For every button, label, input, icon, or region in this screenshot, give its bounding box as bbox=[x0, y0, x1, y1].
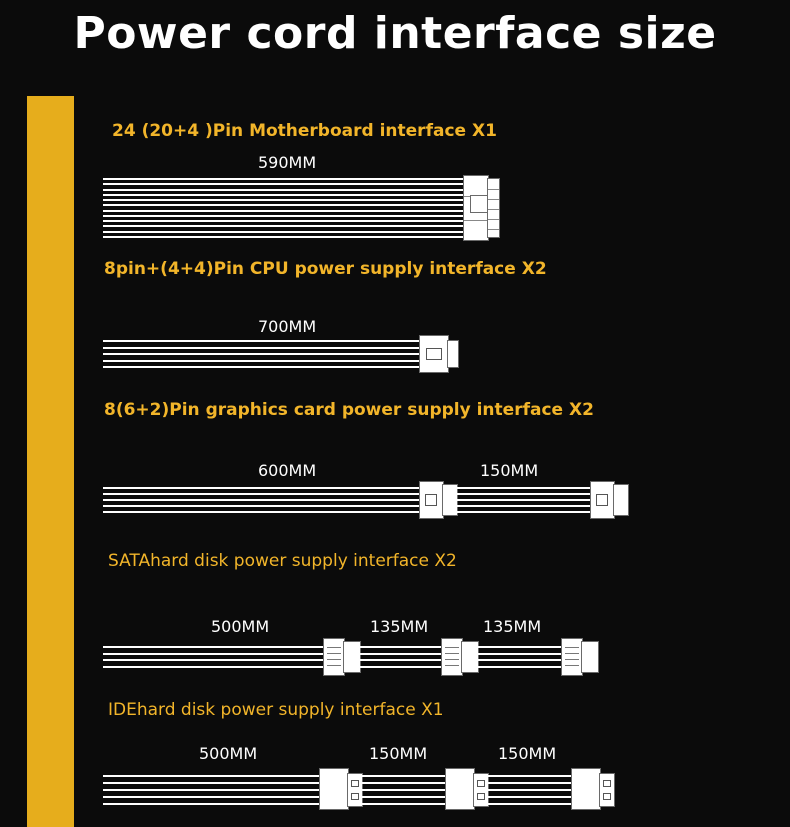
cable-wire bbox=[103, 347, 421, 349]
accent-bar bbox=[27, 96, 74, 827]
ide-connector-2 bbox=[445, 768, 475, 810]
page-title: Power cord interface size bbox=[73, 8, 717, 59]
ide-cable-3 bbox=[487, 775, 573, 805]
graphics-cable-extension bbox=[456, 487, 592, 513]
graphics-connector-8pin bbox=[419, 481, 444, 519]
cable-wire bbox=[103, 653, 325, 655]
motherboard-cable bbox=[103, 178, 465, 238]
cable-wire bbox=[456, 499, 592, 501]
motherboard-connector-pins bbox=[487, 178, 500, 238]
cable-wire bbox=[103, 183, 465, 185]
cable-wire bbox=[361, 775, 447, 777]
cable-wire bbox=[103, 666, 325, 668]
section-heading-graphics: 8(6+2)Pin graphics card power supply int… bbox=[104, 400, 594, 420]
length-label: 135MM bbox=[483, 617, 542, 636]
cable-wire bbox=[359, 659, 443, 661]
cable-wire bbox=[361, 782, 447, 784]
cable-wire bbox=[103, 231, 465, 233]
length-label: 700MM bbox=[258, 317, 317, 336]
cable-wire bbox=[103, 646, 325, 648]
cable-wire bbox=[477, 653, 563, 655]
cable-wire bbox=[361, 789, 447, 791]
cable-wire bbox=[477, 659, 563, 661]
cable-wire bbox=[456, 493, 592, 495]
cable-wire bbox=[103, 796, 321, 798]
cable-wire bbox=[456, 487, 592, 489]
cable-wire bbox=[103, 775, 321, 777]
sata-connector-3-housing bbox=[581, 641, 599, 673]
sata-connector-1-housing bbox=[343, 641, 361, 673]
sata-connector-2 bbox=[441, 638, 463, 676]
section-heading-sata: SATAhard disk power supply interface X2 bbox=[108, 551, 457, 571]
cable-wire bbox=[103, 782, 321, 784]
cable-wire bbox=[103, 493, 421, 495]
cable-wire bbox=[103, 353, 421, 355]
cable-wire bbox=[103, 215, 465, 217]
cable-wire bbox=[103, 220, 465, 222]
cable-wire bbox=[487, 789, 573, 791]
sata-connector-2-housing bbox=[461, 641, 479, 673]
cable-wire bbox=[103, 199, 465, 201]
length-label: 500MM bbox=[199, 744, 258, 763]
cpu-connector-tail bbox=[447, 340, 459, 368]
length-label: 150MM bbox=[369, 744, 428, 763]
cable-wire bbox=[456, 511, 592, 513]
ide-connector-1 bbox=[319, 768, 349, 810]
cable-wire bbox=[361, 803, 447, 805]
graphics-cable-main bbox=[103, 487, 421, 513]
length-label: 590MM bbox=[258, 153, 317, 172]
section-heading-motherboard: 24 (20+4 )Pin Motherboard interface X1 bbox=[112, 121, 497, 141]
length-label: 135MM bbox=[370, 617, 429, 636]
ide-connector-3 bbox=[571, 768, 601, 810]
graphics-connector-2pin-end bbox=[613, 484, 629, 516]
ide-connector-2-pins bbox=[473, 773, 489, 807]
cable-wire bbox=[103, 225, 465, 227]
cable-wire bbox=[359, 653, 443, 655]
cable-wire bbox=[361, 796, 447, 798]
sata-cable-1 bbox=[103, 646, 325, 668]
cable-wire bbox=[477, 666, 563, 668]
cable-wire bbox=[103, 505, 421, 507]
length-label: 600MM bbox=[258, 461, 317, 480]
cable-wire bbox=[103, 366, 421, 368]
cable-wire bbox=[103, 178, 465, 180]
cable-wire bbox=[359, 666, 443, 668]
cable-wire bbox=[103, 803, 321, 805]
cpu-connector bbox=[419, 335, 449, 373]
cable-wire bbox=[456, 505, 592, 507]
length-label: 150MM bbox=[480, 461, 539, 480]
ide-cable-2 bbox=[361, 775, 447, 805]
cable-wire bbox=[487, 796, 573, 798]
cable-wire bbox=[103, 789, 321, 791]
cable-wire bbox=[103, 189, 465, 191]
cable-wire bbox=[103, 194, 465, 196]
cable-wire bbox=[487, 775, 573, 777]
sata-connector-1 bbox=[323, 638, 345, 676]
cable-wire bbox=[103, 204, 465, 206]
cable-wire bbox=[487, 803, 573, 805]
length-label: 500MM bbox=[211, 617, 270, 636]
length-label: 150MM bbox=[498, 744, 557, 763]
cable-wire bbox=[477, 646, 563, 648]
cable-wire bbox=[103, 210, 465, 212]
cable-wire bbox=[103, 659, 325, 661]
cable-wire bbox=[103, 340, 421, 342]
cable-wire bbox=[103, 360, 421, 362]
cable-wire bbox=[103, 499, 421, 501]
cable-wire bbox=[103, 236, 465, 238]
graphics-connector-8pin-end bbox=[590, 481, 615, 519]
section-heading-cpu: 8pin+(4+4)Pin CPU power supply interface… bbox=[104, 259, 547, 279]
cpu-cable bbox=[103, 340, 421, 368]
ide-connector-1-pins bbox=[347, 773, 363, 807]
section-heading-ide: IDEhard disk power supply interface X1 bbox=[108, 700, 444, 720]
cable-wire bbox=[487, 782, 573, 784]
cable-wire bbox=[103, 487, 421, 489]
cable-wire bbox=[103, 511, 421, 513]
sata-cable-3 bbox=[477, 646, 563, 668]
ide-connector-3-pins bbox=[599, 773, 615, 807]
ide-cable-1 bbox=[103, 775, 321, 805]
cable-wire bbox=[359, 646, 443, 648]
sata-connector-3 bbox=[561, 638, 583, 676]
sata-cable-2 bbox=[359, 646, 443, 668]
